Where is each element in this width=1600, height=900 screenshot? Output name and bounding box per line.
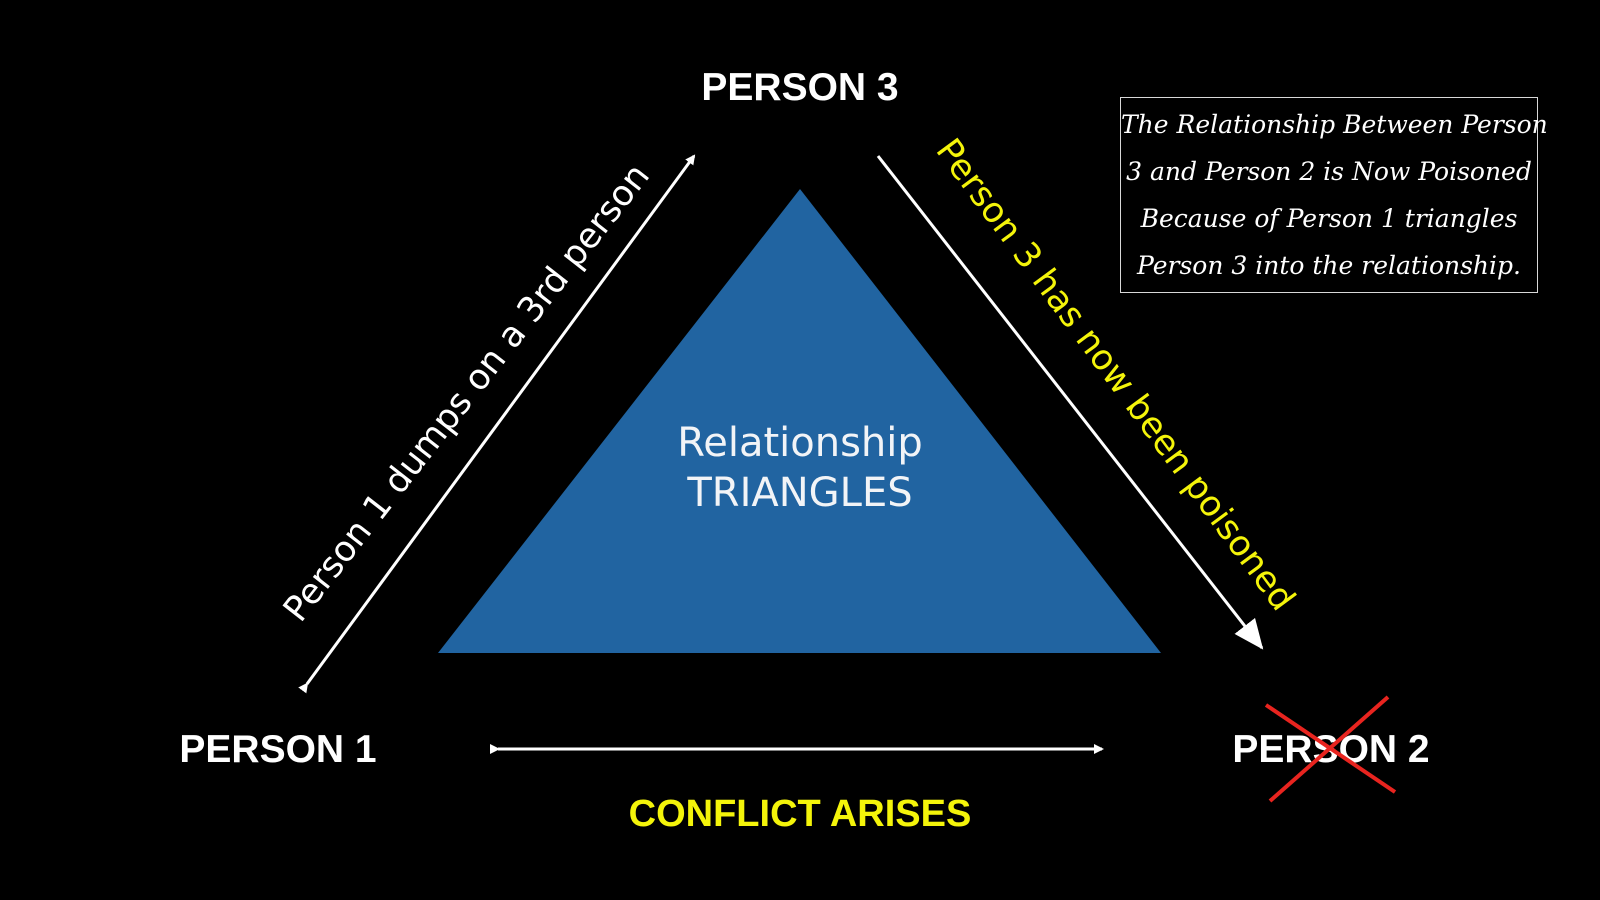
note-line-3: Because of Person 1 triangles [1140, 204, 1518, 233]
triangle-title-line2: TRIANGLES [687, 470, 913, 516]
note-line-2: 3 and Person 2 is Now Poisoned [1126, 157, 1532, 186]
arrow-person1-person3 [298, 154, 696, 694]
node-person-3: PERSON 3 [701, 66, 899, 109]
triangle-title: Relationship TRIANGLES [677, 418, 923, 518]
triangle-title-line1: Relationship [677, 420, 923, 466]
note-line-1: The Relationship Between Person [1121, 110, 1548, 139]
node-person-1: PERSON 1 [179, 728, 377, 771]
arrow-person3-person2 [876, 155, 1264, 650]
edge-label-conflict-arises: CONFLICT ARISES [628, 793, 972, 835]
note-line-4: Person 3 into the relationship. [1137, 251, 1521, 280]
explanation-note-box: The Relationship Between Person 3 and Pe… [1120, 97, 1548, 293]
node-person-2: PERSON 2 [1232, 728, 1430, 771]
